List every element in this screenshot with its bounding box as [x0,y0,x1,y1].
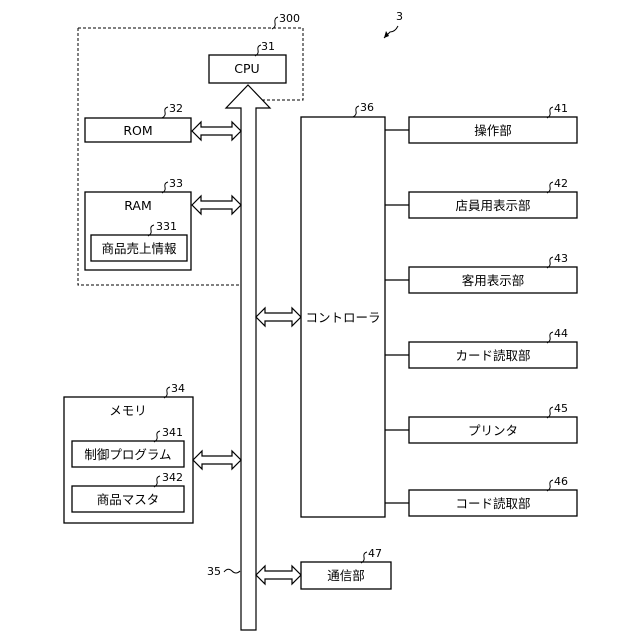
group-300-leader [272,17,278,29]
controller-bus-arrow [256,308,301,326]
bus-leader [224,569,240,573]
comm-leader [361,552,367,563]
device-45: プリンタ 45 [385,402,577,443]
controller-label: コントローラ [305,310,380,325]
code-reader-label: コード読取部 [455,496,530,511]
figure-ref-arrowhead [384,31,389,38]
code-reader-ref: 46 [554,475,568,488]
printer-ref: 45 [554,402,568,415]
control-program-label: 制御プログラム [84,447,171,462]
device-41: 操作部 41 [385,102,577,143]
rom-leader [162,107,168,118]
bus-ref: 35 [207,565,221,578]
figure-ref: 3 [396,10,403,23]
device-42: 店員用表示部 42 [385,177,577,218]
rom-bus-arrow [192,122,241,140]
device-44: カード読取部 44 [385,327,577,368]
product-master-label: 商品マスタ [97,492,160,507]
control-program-ref: 341 [162,426,183,439]
comm-label: 通信部 [327,568,365,583]
memory-label: メモリ [109,403,147,418]
device-43: 客用表示部 43 [385,252,577,293]
card-reader-label: カード読取部 [455,348,530,363]
controller-ref: 36 [360,101,374,114]
operation-unit-label: 操作部 [474,123,512,138]
sales-info-label: 商品売上情報 [101,241,177,256]
rom-label: ROM [123,123,152,138]
cpu-ref: 31 [261,40,275,53]
product-master-ref: 342 [162,471,183,484]
customer-display-label: 客用表示部 [462,273,525,288]
controller-leader [353,106,359,117]
memory-bus-arrow [193,451,241,469]
operation-unit-ref: 41 [554,102,568,115]
ram-label: RAM [124,198,152,213]
rom-ref: 32 [169,102,183,115]
sales-info-ref: 331 [156,220,177,233]
memory-ref: 34 [171,382,185,395]
comm-ref: 47 [368,547,382,560]
customer-display-ref: 43 [554,252,568,265]
operation-unit-leader [547,107,553,118]
card-reader-ref: 44 [554,327,568,340]
group-300-ref: 300 [279,12,300,25]
printer-label: プリンタ [468,423,518,438]
cpu-label: CPU [234,61,259,76]
ram-ref: 33 [169,177,183,190]
clerk-display-ref: 42 [554,177,568,190]
bus-35 [226,85,270,630]
comm-bus-arrow [256,566,301,584]
device-46: コード読取部 46 [385,475,577,516]
clerk-display-label: 店員用表示部 [455,198,530,213]
ram-bus-arrow [192,196,241,214]
